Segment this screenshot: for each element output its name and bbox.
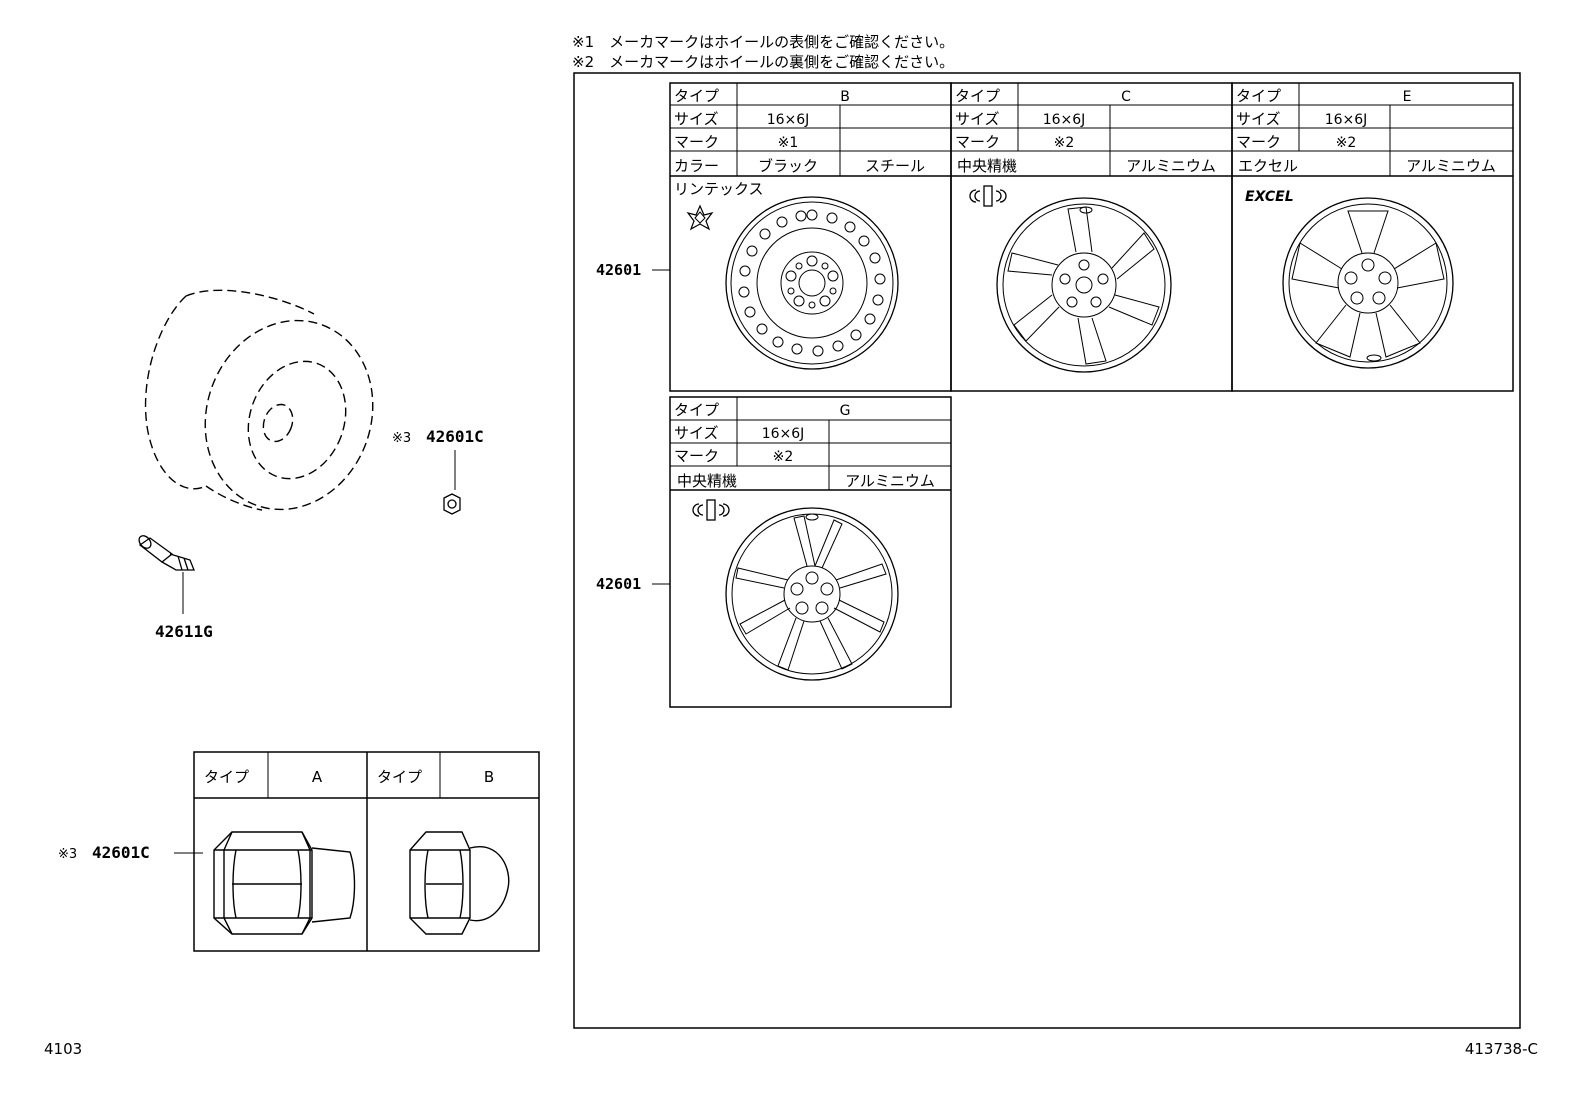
wheel-b-size: 16×6J	[767, 112, 810, 128]
wheel-b-type: B	[840, 89, 850, 105]
wheel-table-e: タイプ サイズ マーク E 16×6J ※2 エクセル アルミニウム EXCEL	[1231, 82, 1514, 392]
footer-right: 413738-C	[1465, 1040, 1538, 1058]
nut-a-type: A	[312, 768, 323, 786]
diagram-label: マーク	[1236, 133, 1281, 151]
callout-nut-top-prefix: ※3	[392, 431, 411, 446]
diagram-label: カラー	[674, 157, 719, 175]
alloy-wheel-c	[996, 197, 1172, 373]
wheel-b-mark: ※1	[778, 135, 799, 151]
wheel-table-g: タイプ サイズ マーク G 16×6J ※2 中央精機 アルミニウム	[669, 396, 952, 708]
wheel-table-b: タイプ サイズ マーク カラー B 16×6J ※1 ブラック スチール リンテ…	[669, 82, 952, 392]
callout-nut-bottom: 42601C	[92, 843, 150, 862]
diagram-label: タイプ	[674, 87, 719, 105]
wheel-b-maker: リンテックス	[674, 180, 764, 198]
wheel-c-type: C	[1121, 89, 1131, 105]
wheel-b-material: スチール	[865, 157, 925, 175]
footer-left: 4103	[44, 1040, 82, 1058]
diagram-label: サイズ	[674, 424, 719, 442]
diagram-label: サイズ	[955, 110, 1000, 128]
wheel-e-size: 16×6J	[1325, 112, 1368, 128]
wheel-g-type: G	[840, 403, 851, 419]
wheel-c-mark: ※2	[1054, 135, 1075, 151]
lug-nut-b-icon	[409, 831, 510, 935]
alloy-wheel-g	[725, 507, 899, 681]
diagram-label: タイプ	[674, 401, 719, 419]
wheel-g-maker: 中央精機	[677, 472, 737, 490]
callout-42601-row1: 42601	[596, 261, 641, 279]
alloy-wheel-e	[1282, 197, 1454, 369]
wheel-e-maker: エクセル	[1238, 157, 1298, 175]
wheel-g-material: アルミニウム	[845, 472, 935, 490]
callout-42601-row2: 42601	[596, 575, 641, 593]
diagram-label: サイズ	[674, 110, 719, 128]
lug-nut-small-icon	[443, 493, 461, 515]
note-2: ※2 メーカマークはホイールの裏側をご確認ください。	[572, 53, 955, 71]
main-frame	[573, 72, 1521, 1029]
callout-nut-bottom-prefix: ※3	[58, 847, 77, 862]
chuo-seiki-logo-g	[692, 499, 730, 521]
diagram-label: サイズ	[1236, 110, 1281, 128]
callout-valve: 42611G	[155, 622, 213, 641]
note-1: ※1 メーカマークはホイールの表側をご確認ください。	[572, 33, 955, 51]
excel-logo: EXCEL	[1245, 189, 1294, 205]
lug-nut-a-icon	[213, 831, 356, 935]
lug-nut-table: タイプ A タイプ B	[193, 751, 540, 952]
steel-wheel-b	[725, 196, 899, 370]
diagram-label: マーク	[674, 133, 719, 151]
diagram-label: タイプ	[1236, 87, 1281, 105]
diagram-label: マーク	[674, 447, 719, 465]
wheel-table-c: タイプ サイズ マーク C 16×6J ※2 中央精機 アルミニウム	[950, 82, 1233, 392]
nut-b-label: タイプ	[377, 768, 422, 786]
wheel-b-color: ブラック	[758, 157, 818, 175]
wheel-c-maker: 中央精機	[957, 157, 1017, 175]
wheel-c-material: アルミニウム	[1126, 157, 1216, 175]
nut-a-label: タイプ	[204, 768, 249, 786]
tire-wheel-assembly	[144, 289, 374, 511]
nut-b-type: B	[484, 768, 494, 786]
callout-nut-top: 42601C	[426, 427, 484, 446]
lintex-logo	[686, 204, 714, 231]
chuo-seiki-logo-c	[969, 185, 1007, 207]
wheel-c-size: 16×6J	[1043, 112, 1086, 128]
wheel-e-mark: ※2	[1336, 135, 1357, 151]
valve-stem-icon	[138, 535, 195, 571]
diagram-label: タイプ	[955, 87, 1000, 105]
wheel-g-mark: ※2	[773, 449, 794, 465]
diagram-label: マーク	[955, 133, 1000, 151]
wheel-e-material: アルミニウム	[1406, 157, 1496, 175]
wheel-e-type: E	[1403, 89, 1412, 105]
wheel-g-size: 16×6J	[762, 426, 805, 442]
